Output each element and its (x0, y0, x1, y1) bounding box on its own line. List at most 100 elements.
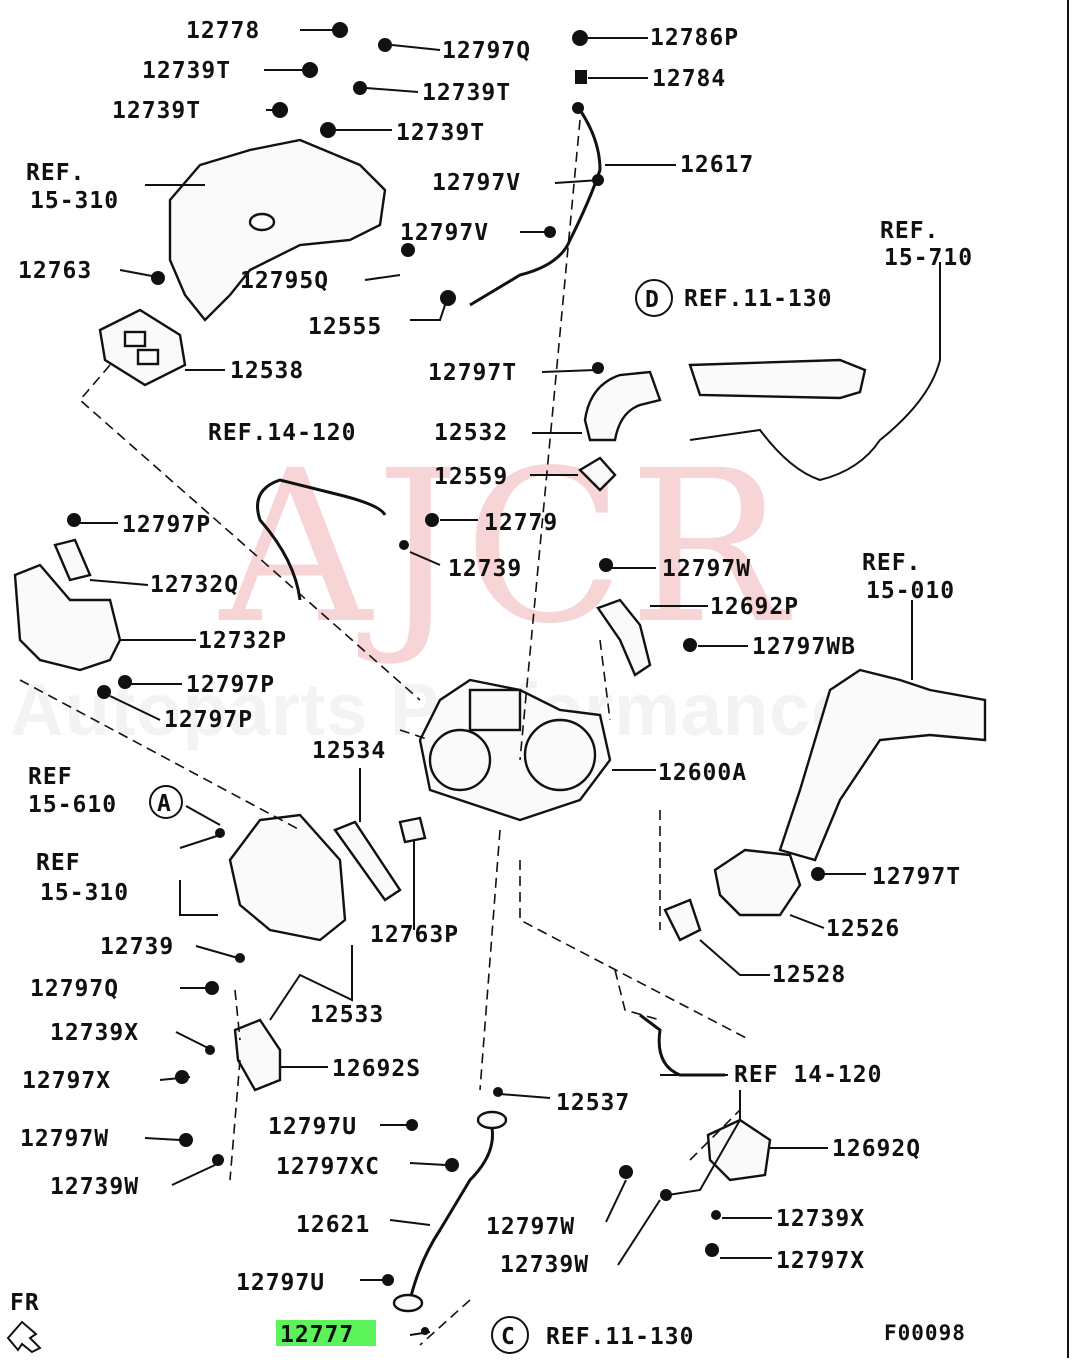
label-12692S: 12692S (332, 1056, 421, 1082)
bracket-12692Q (706, 1118, 772, 1182)
label-12797Q-top: 12797Q (442, 38, 531, 64)
label-12795Q: 12795Q (240, 268, 329, 294)
bracket-12732P (13, 563, 122, 672)
label-12784: 12784 (652, 66, 726, 92)
label-12739W-left: 12739W (50, 1174, 139, 1200)
label-12797W-lower: 12797W (486, 1214, 575, 1240)
label-12777-highlighted: 12777 (280, 1322, 354, 1348)
label-12797V-a: 12797V (432, 170, 521, 196)
label-12739T-b: 12739T (422, 80, 511, 106)
oil-return-flange-lower (392, 1293, 424, 1313)
label-12534: 12534 (312, 738, 386, 764)
label-12797X-left: 12797X (22, 1068, 111, 1094)
sensor-harness (689, 265, 941, 482)
gasket-port-2 (136, 348, 160, 366)
elbow-12532 (583, 370, 662, 442)
label-ref-upper-left: REF. (26, 160, 85, 186)
label-12778: 12778 (186, 18, 260, 44)
outlet-12526 (713, 848, 802, 917)
pipe-12692P (596, 598, 652, 677)
label-12692Q: 12692Q (832, 1136, 921, 1162)
label-12763: 12763 (18, 258, 92, 284)
label-12528: 12528 (772, 962, 846, 988)
fasteners (67, 22, 825, 1335)
dashed-guides (19, 119, 751, 1346)
label-12797W-left: 12797W (20, 1126, 109, 1152)
circled-ref-A: A (149, 785, 183, 819)
label-12533: 12533 (310, 1002, 384, 1028)
gasket-port-1 (123, 330, 147, 348)
label-12797P-b: 12797P (186, 672, 275, 698)
label-ref-15-310-lower: REF (36, 850, 81, 876)
label-15-010: 15-010 (866, 578, 955, 604)
label-12739X-right: 12739X (776, 1206, 865, 1232)
gasket-12534 (333, 820, 402, 902)
label-12538: 12538 (230, 358, 304, 384)
label-ref-14-120-lower: REF 14-120 (734, 1062, 882, 1088)
label-12621: 12621 (296, 1212, 370, 1238)
label-12555: 12555 (308, 314, 382, 340)
label-12559: 12559 (434, 464, 508, 490)
label-front: FR (10, 1290, 40, 1316)
label-12739T-d: 12739T (396, 120, 485, 146)
label-15-310-lower: 15-310 (40, 880, 129, 906)
label-12797XC: 12797XC (276, 1154, 380, 1180)
label-12797P-a: 12797P (122, 512, 211, 538)
front-arrow-icon (6, 1320, 42, 1354)
heat-shield-lower (228, 813, 347, 942)
label-15-610: 15-610 (28, 792, 117, 818)
oil-return-flange-upper (476, 1110, 508, 1130)
label-12739X-left: 12739X (50, 1020, 139, 1046)
label-12739W-lower: 12739W (500, 1252, 589, 1278)
coolant-hose (688, 358, 867, 400)
oil-return-pipe (408, 1119, 494, 1301)
label-12732P: 12732P (198, 628, 287, 654)
label-ref-harness: REF. (880, 218, 939, 244)
label-12797WB: 12797WB (752, 634, 856, 660)
heat-shield-hole (248, 212, 276, 232)
label-12763P: 12763P (370, 922, 459, 948)
label-12797V-b: 12797V (400, 220, 489, 246)
svg-text:D: D (645, 287, 660, 313)
label-12617: 12617 (680, 152, 754, 178)
svg-text:A: A (157, 791, 172, 817)
label-figure-code: F00098 (884, 1321, 966, 1345)
gasket-12528 (663, 898, 702, 942)
label-12692P: 12692P (710, 594, 799, 620)
svg-text:C: C (501, 1324, 516, 1350)
label-ref-14-120-upper: REF.14-120 (208, 420, 356, 446)
label-12797U-upper: 12797U (268, 1114, 357, 1140)
turbo-flange (468, 688, 522, 732)
label-12739T-c: 12739T (112, 98, 201, 124)
label-12797T-lower: 12797T (872, 864, 961, 890)
label-12732Q: 12732Q (150, 572, 239, 598)
vacuum-tube-lower (639, 1013, 725, 1077)
label-ref-11-130-D: REF.11-130 (684, 286, 832, 312)
label-12739-lower: 12739 (100, 934, 174, 960)
label-12797Q-lower: 12797Q (30, 976, 119, 1002)
highlight-marker (276, 1320, 376, 1346)
label-12526: 12526 (826, 916, 900, 942)
label-15-310-upper: 15-310 (30, 188, 119, 214)
stud-12763P (398, 816, 427, 844)
turbo-compressor-housing (523, 718, 597, 792)
label-ref-11-130-C: REF.11-130 (546, 1324, 694, 1350)
label-12797U-lower: 12797U (236, 1270, 325, 1296)
label-12600A: 12600A (658, 760, 747, 786)
gasket-12538 (98, 308, 187, 387)
intake-pipe (778, 668, 987, 862)
turbo-exhaust-housing (428, 728, 492, 792)
label-12797P-c: 12797P (164, 707, 253, 733)
label-12739T-a: 12739T (142, 58, 231, 84)
circled-ref-C: C (491, 1316, 529, 1354)
label-12797T-upper: 12797T (428, 360, 517, 386)
bracket-12692S (233, 1018, 282, 1092)
label-12537: 12537 (556, 1090, 630, 1116)
label-12779: 12779 (484, 510, 558, 536)
heat-shield-upper (168, 138, 387, 322)
label-12797W-upper: 12797W (662, 556, 751, 582)
label-12797X-right: 12797X (776, 1248, 865, 1274)
label-12532: 12532 (434, 420, 508, 446)
leader-lines (78, 29, 941, 1336)
